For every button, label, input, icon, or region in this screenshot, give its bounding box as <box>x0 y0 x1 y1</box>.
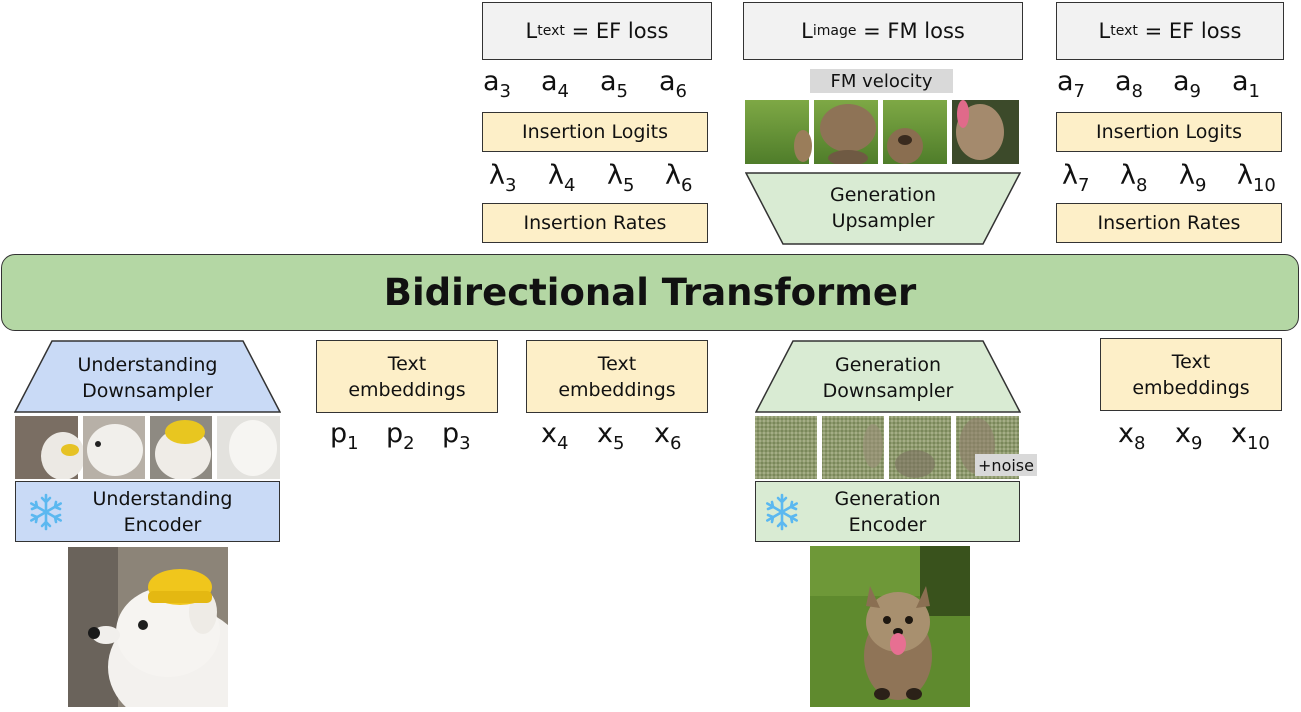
understanding-downsampler: Understanding Downsampler <box>13 340 282 413</box>
token-a7: a7 <box>1057 66 1085 102</box>
fm-velocity-tag: FM velocity <box>810 69 953 93</box>
understanding-image-tiles <box>15 416 280 480</box>
token-lambda5: λ5 <box>607 160 635 196</box>
insertion-rates-right: Insertion Rates <box>1056 203 1282 243</box>
token-a9: a9 <box>1173 66 1201 102</box>
token-a8: a8 <box>1115 66 1143 102</box>
gen-downsampler-shape <box>754 340 1022 413</box>
token-lambda7: λ7 <box>1062 160 1090 196</box>
token-lambda10: λ10 <box>1237 160 1276 196</box>
upsampler-shape <box>744 172 1022 245</box>
generation-downsampler: Generation Downsampler <box>754 340 1022 413</box>
token-p3: p3 <box>442 418 471 454</box>
und-downsampler-shape <box>13 340 282 413</box>
token-a3: a3 <box>483 66 511 102</box>
token-lambda4: λ4 <box>548 160 576 196</box>
white-dog-tiles <box>15 416 280 480</box>
token-x4: x4 <box>541 418 569 454</box>
token-a5: a5 <box>600 66 628 102</box>
insertion-logits-left: Insertion Logits <box>482 112 708 152</box>
token-lambda3: λ3 <box>489 160 517 196</box>
noise-tag: +noise <box>975 454 1037 476</box>
generation-upsampler: Generation Upsampler <box>744 172 1022 245</box>
insertion-rates-left: Insertion Rates <box>482 203 708 243</box>
token-p1: p1 <box>330 418 359 454</box>
token-x6: x6 <box>654 418 682 454</box>
token-p2: p2 <box>386 418 415 454</box>
token-x5: x5 <box>597 418 625 454</box>
token-x9: x9 <box>1175 418 1203 454</box>
snowflake-icon <box>26 492 66 532</box>
bidirectional-transformer: Bidirectional Transformer <box>1 254 1299 331</box>
token-x10: x10 <box>1231 418 1270 454</box>
token-x8: x8 <box>1118 418 1146 454</box>
insertion-logits-right: Insertion Logits <box>1056 112 1282 152</box>
yorkie-photo <box>810 546 970 707</box>
generation-input-image <box>810 546 970 707</box>
token-a6: a6 <box>659 66 687 102</box>
fm-output-image-tiles <box>745 100 1019 166</box>
token-a1: a1 <box>1232 66 1260 102</box>
understanding-encoder: Understanding Encoder <box>15 481 280 542</box>
token-lambda6: λ6 <box>665 160 693 196</box>
token-lambda9: λ9 <box>1179 160 1207 196</box>
white-dog-photo <box>68 547 248 712</box>
generation-encoder: Generation Encoder <box>755 481 1020 542</box>
snowflake-icon <box>762 492 802 532</box>
dog-image-tiles <box>745 100 1019 166</box>
understanding-input-image <box>68 547 248 712</box>
token-a4: a4 <box>541 66 569 102</box>
token-lambda8: λ8 <box>1120 160 1148 196</box>
